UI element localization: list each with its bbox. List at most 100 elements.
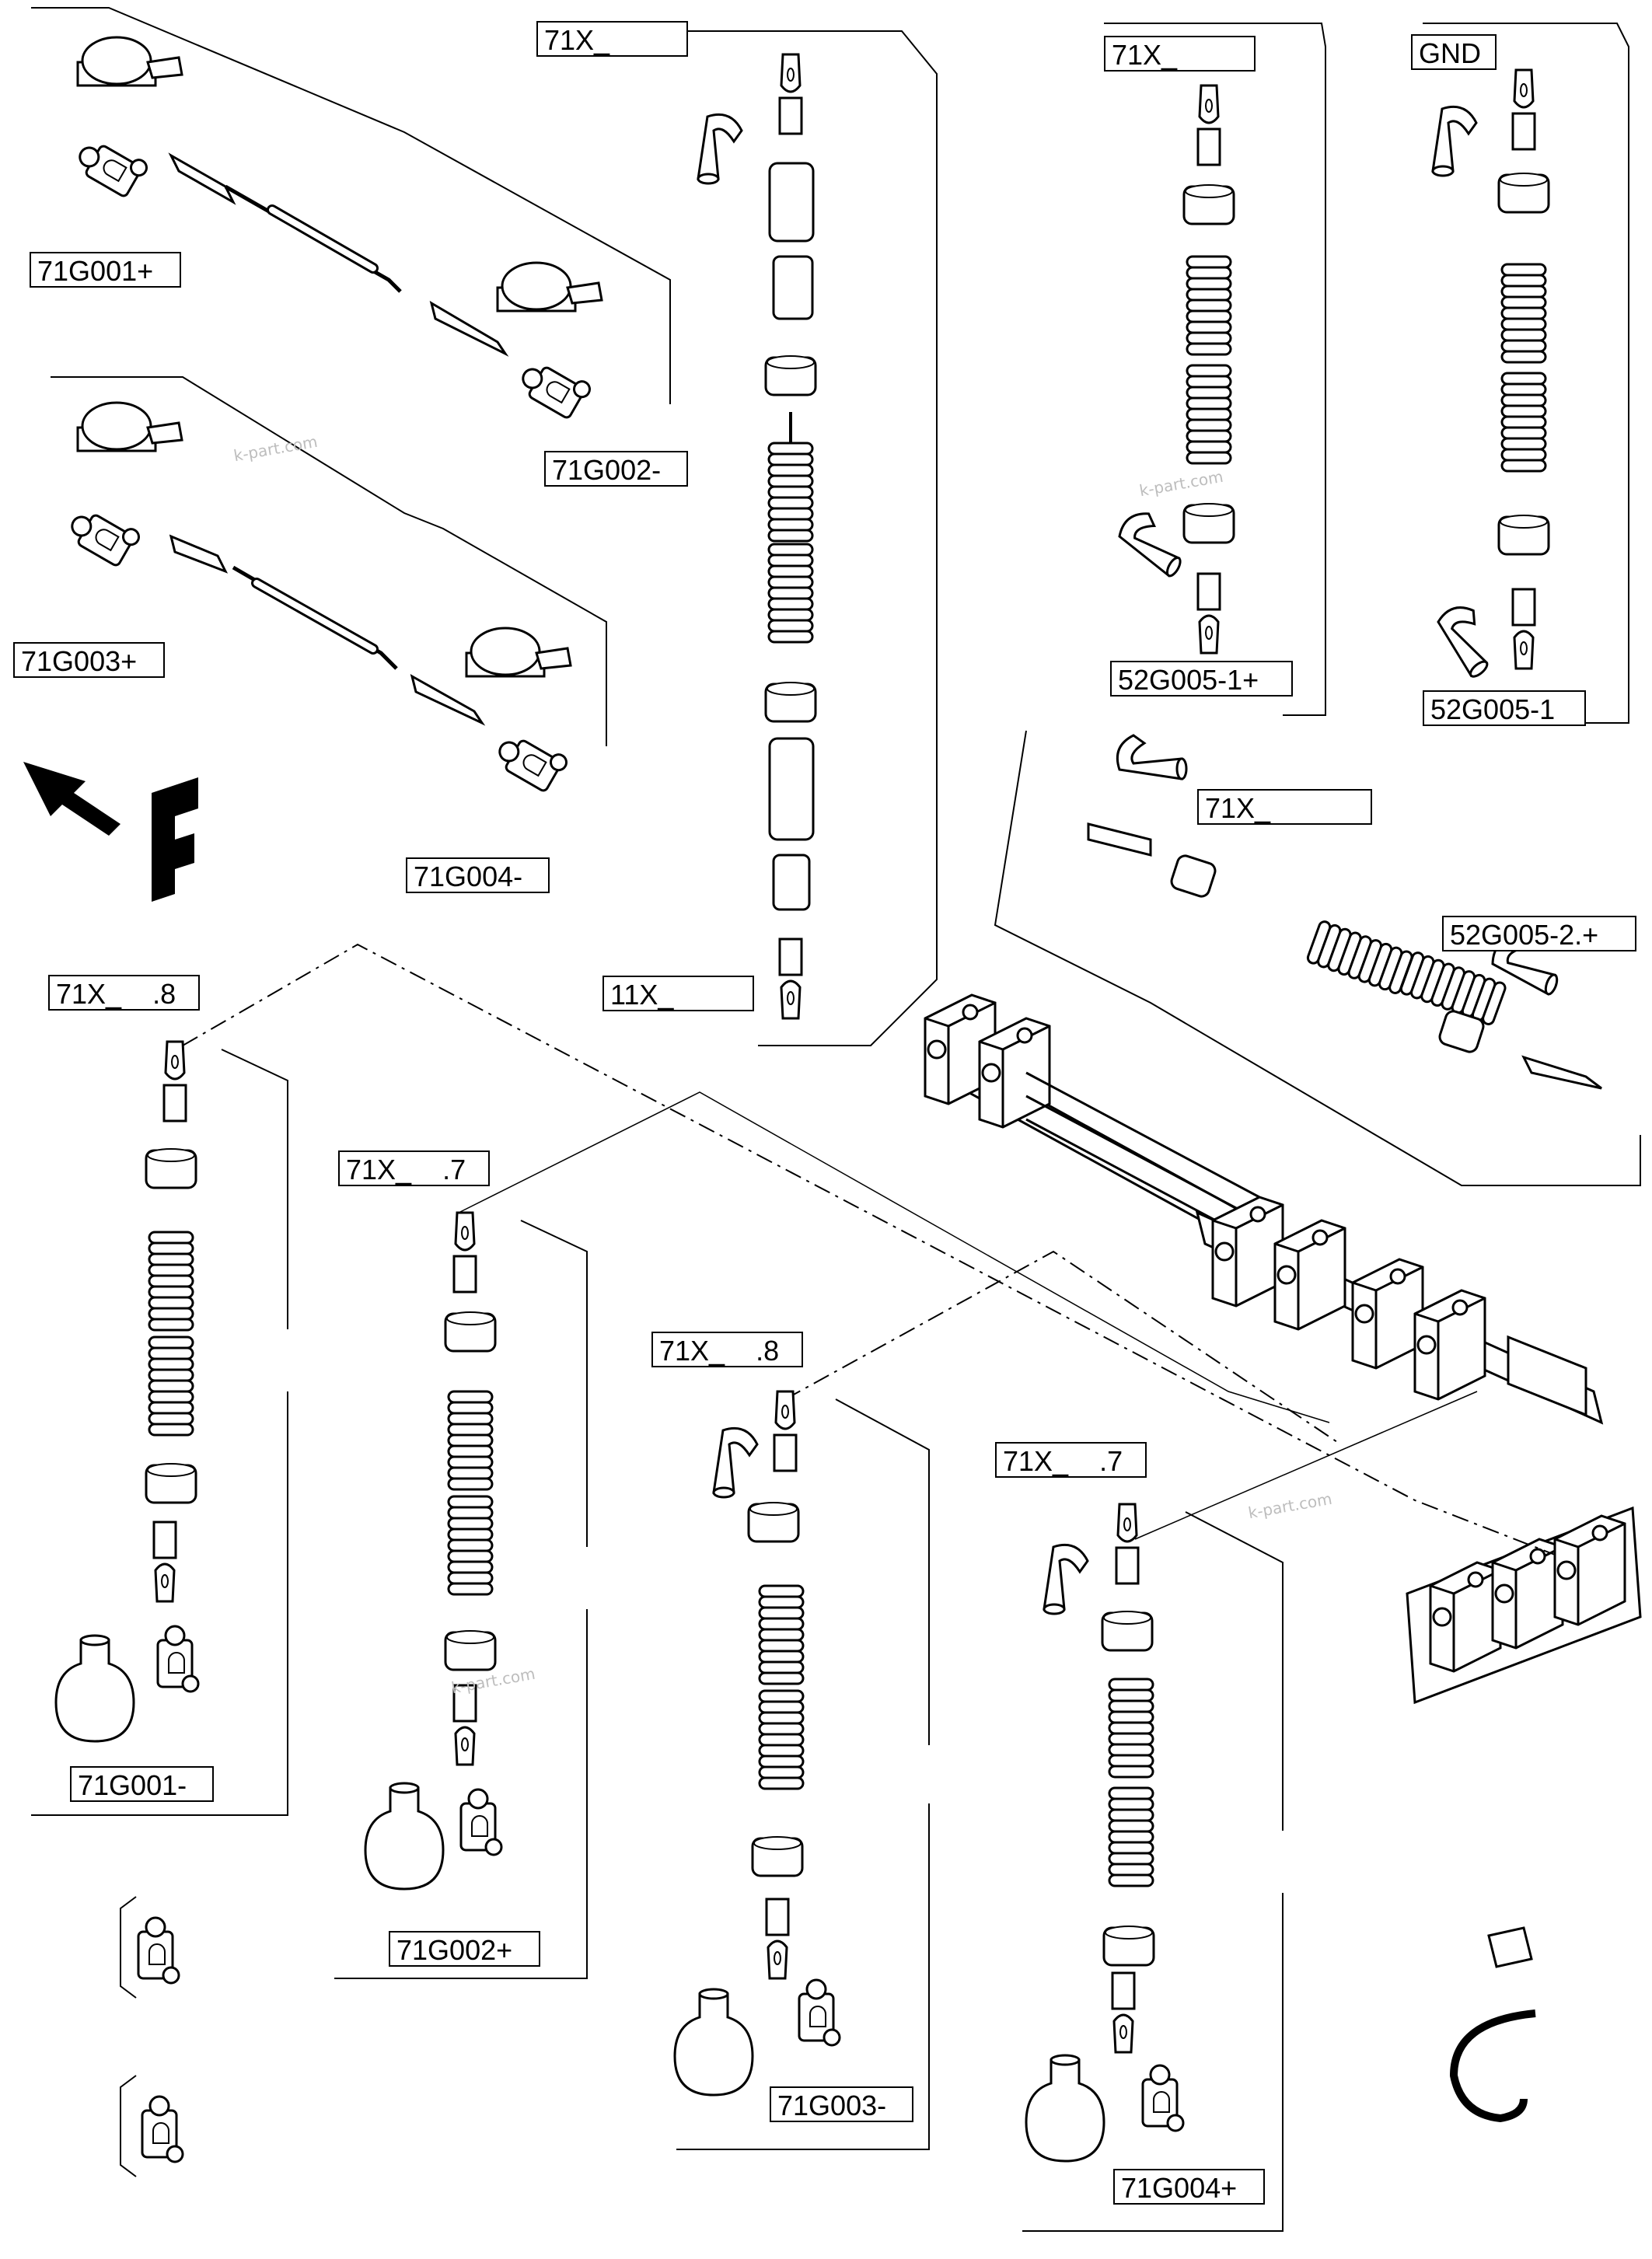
leader-lines: [182, 943, 1556, 1555]
cable-tie-icon: [1449, 2009, 1536, 2123]
elbow-boot-icon: [712, 1426, 759, 1499]
cable-lug-icon: [1196, 572, 1221, 655]
cable-stack-52g005-1p: [1104, 23, 1326, 716]
label-71x-7-right: 71X_ .7: [995, 1442, 1147, 1478]
spring-icon: [767, 442, 814, 543]
terminal-block-icon: [1273, 1219, 1346, 1331]
label-71g002-minus: 71G002-: [544, 451, 688, 487]
sleeve-icon: [747, 1501, 800, 1543]
cable-lug-icon: [1511, 588, 1536, 670]
spring-icon: [447, 1495, 494, 1596]
label-71g002-plus: 71G002+: [389, 1931, 540, 1967]
cable-lug-icon: [1511, 68, 1536, 151]
label-71x-7-mid: 71X_ .7: [338, 1150, 490, 1186]
terminal-cap-icon: [465, 627, 572, 678]
sleeve-icon: [1182, 183, 1235, 225]
spring-icon: [758, 1689, 805, 1790]
elbow-boot-icon: [1043, 1543, 1089, 1615]
battery-clamp-icon: [63, 500, 143, 571]
terminal-block-rail: [924, 993, 1604, 1425]
cable-lug-icon: [452, 1684, 477, 1766]
cable-stack-71g004p: [1022, 1503, 1284, 2232]
cable-stack-gnd: [1423, 23, 1629, 724]
cable-stack-71g003m: [673, 1390, 930, 2150]
sleeve-icon: [145, 1147, 197, 1189]
label-11x: 11X_: [602, 976, 754, 1011]
battery-clamp-icon: [514, 352, 594, 423]
label-gnd: GND: [1411, 34, 1497, 70]
spring-icon: [1186, 255, 1232, 356]
forward-direction-arrow-icon: [23, 762, 198, 902]
battery-clamp-icon: [156, 1625, 200, 1693]
terminal-boot-icon: [54, 1634, 135, 1743]
cable-lug-icon: [452, 1211, 477, 1294]
sleeve-icon: [145, 1462, 197, 1504]
elbow-boot-icon: [1431, 105, 1478, 177]
sleeve-icon: [764, 681, 817, 723]
terminal-boot-icon: [1025, 2054, 1105, 2163]
sleeve-icon: [764, 354, 817, 396]
label-71g004-minus: 71G004-: [406, 857, 550, 893]
cable-lug-icon: [1111, 1971, 1136, 2054]
terminal-block-icon: [1413, 1289, 1486, 1401]
cable-lug-icon: [162, 1040, 187, 1123]
spring-icon: [1108, 1786, 1154, 1887]
label-52g005-1: 52G005-1: [1423, 690, 1586, 726]
battery-cable-assembly-71g003: [51, 376, 607, 796]
label-71g001-plus: 71G001+: [30, 252, 181, 288]
sleeve-icon: [444, 1311, 497, 1353]
spring-icon: [1186, 364, 1232, 465]
label-71x-8-center: 71X_ .8: [651, 1332, 803, 1367]
label-71g003-plus: 71G003+: [13, 642, 165, 678]
spring-icon: [447, 1390, 494, 1491]
sleeve-icon: [751, 1835, 804, 1877]
elbow-boot-icon: [1116, 734, 1188, 780]
cable-lug-icon: [152, 1521, 177, 1603]
terminal-boot-icon: [673, 1988, 754, 2097]
sleeve-icon: [1497, 514, 1550, 556]
sleeve-icon: [1182, 502, 1235, 544]
spring-icon: [758, 1584, 805, 1685]
spring-icon: [148, 1231, 194, 1332]
spring-icon: [767, 543, 814, 644]
terminal-block-small: [1406, 1506, 1642, 1705]
sleeve-icon: [1102, 1925, 1155, 1967]
label-71g003-minus: 71G003-: [770, 2086, 913, 2122]
spare-clamps: [120, 1896, 184, 2177]
cable-lug-icon: [1196, 84, 1221, 166]
cable-lug-icon: [778, 937, 803, 1020]
battery-clamp-icon: [141, 2095, 184, 2163]
spring-icon: [1108, 1678, 1154, 1779]
label-71g001-minus: 71G001-: [70, 1766, 214, 1802]
spring-icon: [1500, 372, 1547, 473]
cable-lug-icon: [1115, 1503, 1140, 1585]
cable-stack-top-center: [684, 30, 938, 1046]
spring-icon: [148, 1335, 194, 1437]
label-71x-right-mid: 71X_: [1197, 789, 1372, 825]
cable-lug-icon: [765, 1898, 790, 1980]
terminal-cap-icon: [76, 36, 183, 87]
terminal-cap-icon: [76, 401, 183, 452]
battery-clamp-icon: [71, 131, 151, 201]
elbow-boot-icon: [697, 113, 743, 185]
terminal-cap-icon: [496, 261, 603, 312]
label-71g004-plus: 71G004+: [1113, 2169, 1265, 2205]
label-52g005-1-plus: 52G005-1+: [1110, 661, 1293, 697]
cable-tie: [1449, 1926, 1536, 2123]
battery-clamp-icon: [137, 1916, 180, 1985]
cable-lug-icon: [773, 1390, 798, 1472]
sleeve-icon: [444, 1629, 497, 1671]
cable-stack-52g005-2: [994, 730, 1641, 1186]
terminal-boot-icon: [364, 1782, 445, 1891]
elbow-boot-icon: [1428, 597, 1509, 681]
battery-clamp-icon: [1141, 2064, 1185, 2132]
sleeve-icon: [1497, 172, 1550, 214]
label-71x-top-center: 71X_: [536, 21, 688, 57]
label-71x-8-left: 71X_ .8: [48, 975, 200, 1011]
cable-stack-71g001m: [31, 1040, 288, 1816]
terminal-block-icon: [1351, 1258, 1424, 1370]
small-sleeve-icon: [1487, 1926, 1533, 1968]
cable-stack-71g002p: [334, 1211, 588, 1979]
battery-cable-assembly-71g001: [31, 7, 671, 423]
